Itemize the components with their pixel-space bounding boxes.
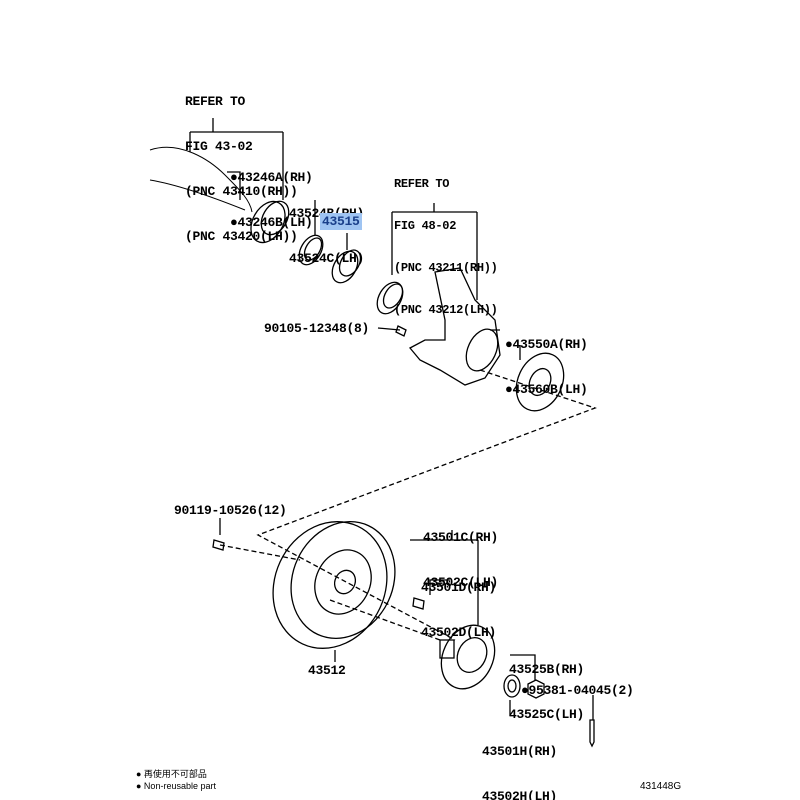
part-label-90105[interactable]: 90105-12348(8) xyxy=(264,321,369,336)
leader-43525 xyxy=(510,654,536,680)
part-label-95381[interactable]: ●95381-04045(2) xyxy=(521,683,634,698)
part-label-43512[interactable]: 43512 xyxy=(308,663,346,678)
bolt-90105 xyxy=(395,325,407,337)
part-number[interactable]: ●43550A(RH) xyxy=(505,337,588,352)
part-label-43515[interactable]: 43515 xyxy=(320,213,362,230)
refer-line: FIG 43-02 xyxy=(185,139,253,154)
refer-line: (PNC 43420(LH)) xyxy=(185,229,298,244)
nut-43501h xyxy=(503,674,521,698)
assembly-line xyxy=(256,369,597,641)
part-label-43550[interactable]: ●43550A(RH) ●43560B(LH) xyxy=(505,307,588,412)
lock-cap-43525 xyxy=(527,679,545,699)
leader-43501c xyxy=(410,530,479,625)
refer-line: REFER TO xyxy=(394,177,450,191)
bolt-90119 xyxy=(212,539,225,551)
hub-bearing-43550 xyxy=(515,352,565,412)
part-label-43246[interactable]: ●43246A(RH) ●43246B(LH) xyxy=(230,140,313,245)
part-number[interactable]: 43512 xyxy=(308,663,346,678)
refer-line: FIG 48-02 xyxy=(394,219,457,233)
part-number-highlighted[interactable]: 43515 xyxy=(320,213,362,230)
part-number[interactable]: 90119-10526(12) xyxy=(174,503,287,518)
refer-line: (PNC 43410(RH)) xyxy=(185,184,298,199)
cotter-pin-95381 xyxy=(589,719,595,748)
part-number[interactable]: 43525B(RH) xyxy=(509,662,585,677)
legend-jp: ● 再使用不可部品 xyxy=(136,769,207,779)
drive-shaft-outline xyxy=(149,146,253,213)
refer-line: (PNC 43212(LH)) xyxy=(394,303,498,317)
part-label-43525[interactable]: 43525B(RH) 43525C(LH) xyxy=(509,632,584,737)
part-number[interactable]: 43525C(LH) xyxy=(509,707,585,722)
part-number[interactable]: 43524C(LH) xyxy=(289,251,365,266)
part-number[interactable]: 43502H(LH) xyxy=(482,789,558,800)
part-number[interactable]: 43501H(RH) xyxy=(482,744,558,759)
part-label-90119[interactable]: 90119-10526(12) xyxy=(174,503,287,518)
disc-rotor-43512 xyxy=(272,521,396,649)
part-number[interactable]: ●43246B(LH) xyxy=(230,215,313,230)
part-label-43501c[interactable]: 43501C(RH) 43502C(LH) xyxy=(423,500,498,605)
part-number[interactable]: 43501D(RH) xyxy=(421,580,497,595)
part-number[interactable]: ●95381-04045(2) xyxy=(521,683,634,698)
refer-fig-48-note: REFER TO FIG 48-02 (PNC 43211(RH)) (PNC … xyxy=(394,149,498,331)
oil-seal-43246 xyxy=(250,200,290,244)
leader-refer-48 xyxy=(391,203,478,300)
refer-line: REFER TO xyxy=(185,94,246,109)
stud-bolt-43501d xyxy=(412,597,425,610)
seal-48 xyxy=(376,281,404,315)
part-number[interactable]: 43501C(RH) xyxy=(423,530,499,545)
front-axle-hub-43501c xyxy=(439,624,496,690)
refer-line: (PNC 43211(RH)) xyxy=(394,261,498,275)
part-number[interactable]: ●43560B(LH) xyxy=(505,382,588,397)
snap-ring-43524 xyxy=(298,234,324,266)
part-number[interactable]: 43502C(LH) xyxy=(423,575,499,590)
part-number[interactable]: 43502D(LH) xyxy=(421,625,497,640)
part-number[interactable]: ●43246A(RH) xyxy=(230,170,313,185)
figure-id: 431448G xyxy=(640,781,682,792)
part-label-43501d[interactable]: 43501D(RH) 43502D(LH) xyxy=(421,550,496,655)
refer-fig-43-note: REFER TO FIG 43-02 (PNC 43410(RH)) (PNC … xyxy=(185,64,298,259)
leader-refer-43 xyxy=(189,118,284,200)
part-label-43501h[interactable]: 43501H(RH) 43502H(LH) xyxy=(482,714,557,800)
bearing-43515 xyxy=(331,249,362,284)
leader-43501d xyxy=(429,579,450,595)
steering-knuckle xyxy=(408,267,501,386)
part-number[interactable]: 90105-12348(8) xyxy=(264,321,370,336)
legend-en: ● Non-reusable part xyxy=(136,781,216,791)
